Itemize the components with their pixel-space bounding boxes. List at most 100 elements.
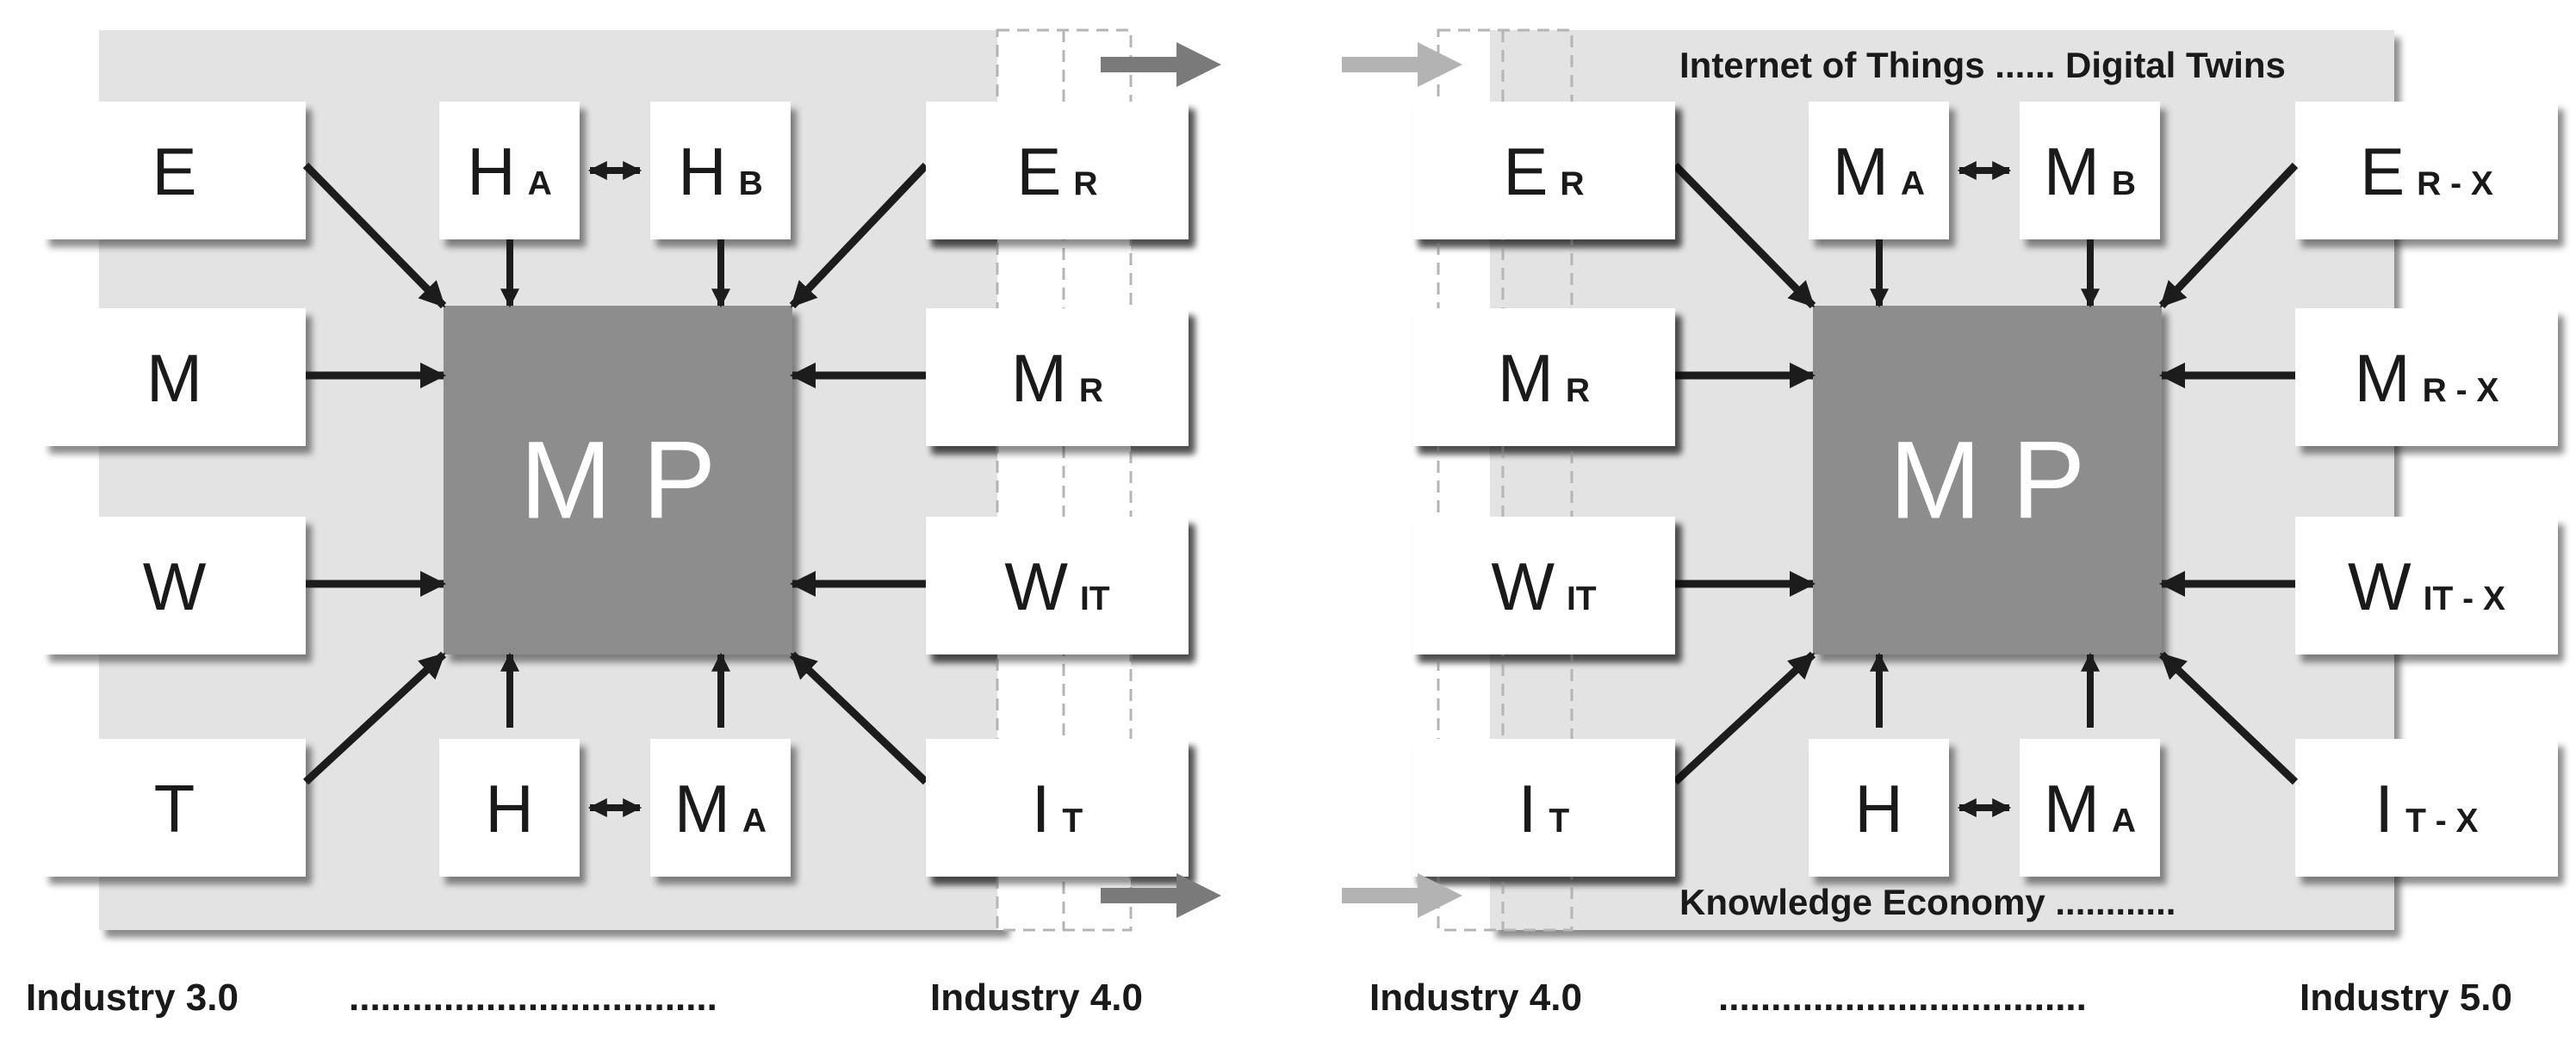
box-main-label: H [485, 771, 533, 846]
input-box-left-3: T [43, 739, 306, 877]
arrow-right-3 [789, 651, 929, 785]
box-main-label: M [1498, 340, 1554, 416]
svg-text:WIT - X: W IT - X [2348, 549, 2505, 624]
box-main-label: E [152, 133, 196, 209]
svg-text:MR: MR [1498, 340, 1590, 416]
svg-text:IT: IT [1518, 771, 1570, 846]
box-sub-label: R [1073, 165, 1097, 202]
svg-text:IT: IT [1032, 771, 1083, 846]
svg-text:ER: ER [1503, 133, 1584, 209]
svg-text:E: E [152, 133, 196, 209]
svg-text:WIT: W IT [1004, 549, 1109, 624]
footer-start-label: Industry 3.0 [26, 977, 239, 1019]
box-sub-label: R - X [2417, 165, 2493, 202]
box-main-label: E [2360, 133, 2405, 209]
box-sub-label: T [1549, 803, 1569, 840]
svg-text:MB: MB [2044, 133, 2136, 209]
svg-text:MA: MA [674, 771, 767, 846]
input-box-right-2: W IT - X [2295, 517, 2558, 654]
footer-end-label: Industry 5.0 [2300, 977, 2512, 1019]
input-box-right-2: W IT [926, 517, 1189, 654]
flow-arrow-top-out [1101, 42, 1221, 87]
input-box-left-1: M [43, 308, 306, 446]
arrow-left-3 [1672, 651, 1816, 785]
box-main-label: W [2348, 549, 2412, 624]
arrow-right-0 [789, 162, 929, 309]
box-main-label: M [1011, 340, 1067, 416]
box-sub-label: T [1062, 803, 1083, 840]
arrow-left-0 [1672, 162, 1816, 309]
svg-text:WIT: WIT [1491, 549, 1596, 624]
svg-text:MA: MA [2044, 771, 2136, 846]
svg-text:ER - X: ER - X [2360, 133, 2493, 209]
footer-dots: ................................... [349, 977, 717, 1019]
mp-label: M P [1890, 419, 2086, 543]
svg-text:MA: MA [1833, 133, 1925, 209]
svg-text:HA: HA [467, 133, 552, 209]
box-main-label: M [2355, 340, 2411, 416]
box-main-label: I [1518, 771, 1537, 846]
box-sub-label: B [739, 165, 763, 202]
box-main-label: I [1032, 771, 1051, 846]
svg-text:MR - X: MR - X [2355, 340, 2499, 416]
box-main-label: E [1503, 133, 1548, 209]
box-sub-label: IT [1080, 580, 1110, 617]
box-main-label: W [143, 549, 207, 624]
transition-frame-right [1437, 28, 1574, 932]
box-main-label: E [1016, 133, 1061, 209]
top-caption: Internet of Things ...... Digital Twins [1679, 45, 2286, 85]
arrow-left-3 [302, 651, 447, 785]
arrow-left-0 [302, 162, 447, 309]
flow-arrow-bottom-out [1101, 873, 1221, 918]
box-main-label: M [2044, 771, 2100, 846]
box-main-label: I [2374, 771, 2393, 846]
input-box-left-0: E [43, 102, 306, 239]
box-main-label: M [2044, 133, 2100, 209]
box-sub-label: T - X [2405, 803, 2479, 840]
box-sub-label: B [2112, 165, 2136, 202]
svg-text:H: H [1854, 771, 1903, 846]
arrow-right-3 [2158, 651, 2299, 785]
svg-text:IT - X: IT - X [2374, 771, 2478, 846]
svg-text:W: W [143, 549, 207, 624]
svg-text:HB: HB [678, 133, 763, 209]
box-sub-label: A [528, 165, 552, 202]
box-sub-label: A [742, 803, 767, 840]
box-main-label: T [154, 771, 196, 846]
box-main-label: M [674, 771, 730, 846]
arrow-right-0 [2158, 162, 2299, 309]
box-sub-label: A [1901, 165, 1925, 202]
flow-arrow-bottom-in [1342, 873, 1462, 918]
box-sub-label: R [1079, 372, 1103, 409]
svg-text:MR: MR [1011, 340, 1103, 416]
flow-arrow-top-in [1342, 42, 1462, 87]
box-main-label: H [678, 133, 726, 209]
box-sub-label: IT [1567, 580, 1597, 617]
box-main-label: M [146, 340, 202, 416]
box-sub-label: R [1566, 372, 1590, 409]
input-box-left-2: W [43, 517, 306, 654]
box-sub-label: A [2112, 803, 2136, 840]
footer-end-label: Industry 4.0 [930, 977, 1143, 1019]
box-main-label: H [1854, 771, 1903, 846]
box-main-label: W [1004, 549, 1068, 624]
box-sub-label: IT - X [2424, 580, 2505, 617]
svg-text:M: M [146, 340, 202, 416]
input-box-bottom-a: H [439, 739, 580, 877]
box-sub-label: R [1560, 165, 1584, 202]
svg-text:T: T [154, 771, 196, 846]
svg-text:H: H [485, 771, 533, 846]
footer-start-label: Industry 4.0 [1369, 977, 1582, 1019]
